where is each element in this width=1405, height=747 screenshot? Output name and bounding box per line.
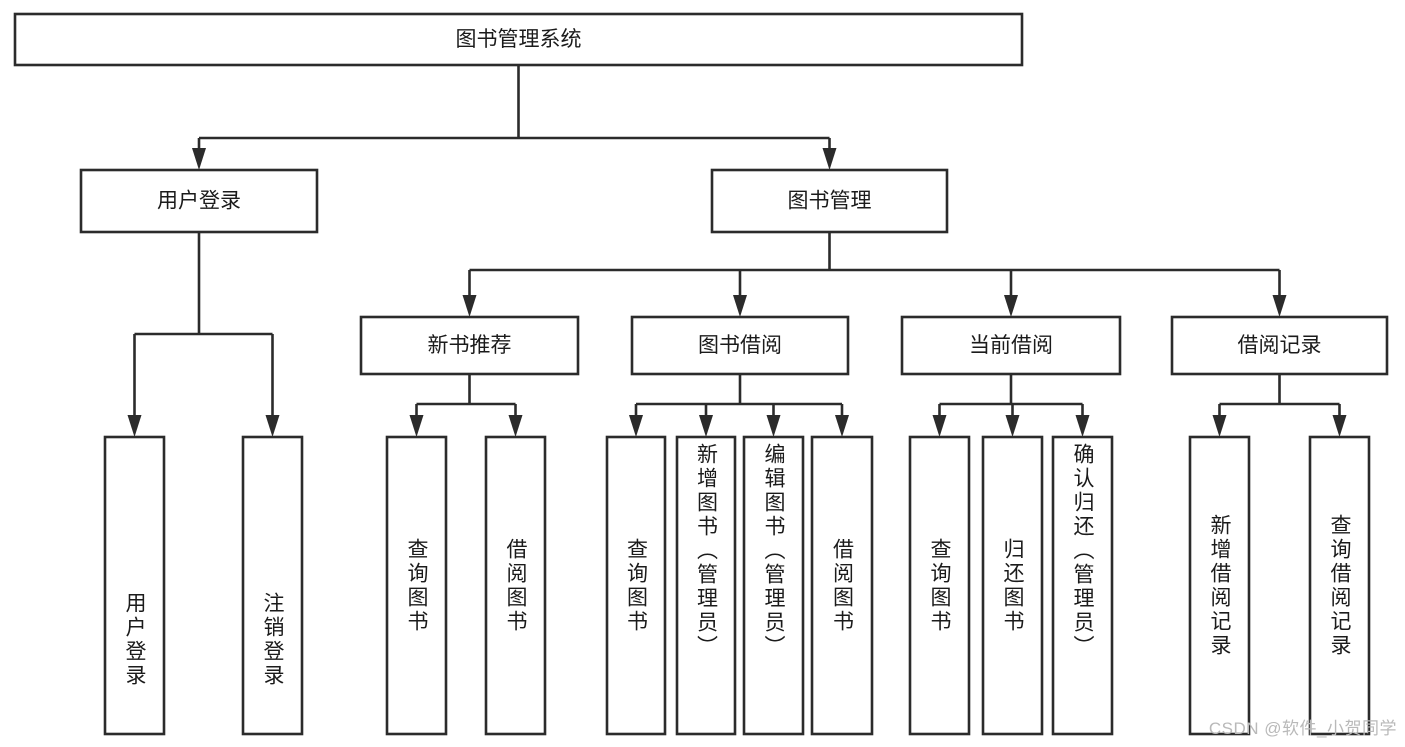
connector-borrow-leaves-arrow-1 <box>699 415 713 437</box>
node-leaf-5[interactable] <box>675 435 737 736</box>
connector-record-leaves-arrow-0 <box>1212 415 1227 437</box>
connector-borrow-leaves-arrow-2 <box>766 415 781 437</box>
node-root[interactable] <box>13 12 1024 67</box>
node-level3-label-1: 图书借阅 <box>698 334 782 357</box>
connector-newbook-leaves-arrow-1 <box>508 415 523 437</box>
arrow-to-level3-1 <box>733 295 747 317</box>
node-leaf-10[interactable] <box>1051 435 1114 736</box>
connector-borrow-leaves-arrow-3 <box>835 415 849 437</box>
node-level3-3[interactable] <box>1170 315 1389 376</box>
csdn-watermark: CSDN @软件_小贺同学 <box>1208 719 1397 738</box>
node-level3-1[interactable] <box>630 315 850 376</box>
connector-current-leaves-arrow-1 <box>1005 415 1020 437</box>
node-level3-label-2: 当前借阅 <box>969 334 1053 357</box>
arrow-to-level3-0 <box>462 295 477 317</box>
connector-login-leaves-arrow-1 <box>265 415 280 437</box>
node-leaf-12[interactable] <box>1308 435 1371 736</box>
arrow-to-level3-2 <box>1004 295 1018 317</box>
node-level3-label-0: 新书推荐 <box>428 334 512 357</box>
node-leaf-11[interactable] <box>1188 435 1251 736</box>
connector-newbook-leaves-arrow-0 <box>409 415 424 437</box>
node-leaf-1[interactable] <box>241 435 304 736</box>
connector-current-leaves-arrow-2 <box>1075 415 1090 437</box>
connector-borrow-leaves-arrow-0 <box>629 415 643 437</box>
connector-login-leaves-arrow-0 <box>127 415 142 437</box>
node-level3-2[interactable] <box>900 315 1122 376</box>
node-leaf-9[interactable] <box>981 435 1044 736</box>
node-level2-1[interactable] <box>710 168 949 234</box>
node-leaf-2[interactable] <box>385 435 448 736</box>
connector-current-leaves-arrow-0 <box>932 415 947 437</box>
node-leaf-6[interactable] <box>742 435 805 736</box>
connector-record-leaves-arrow-1 <box>1332 415 1347 437</box>
arrow-to-level2-1 <box>822 148 837 170</box>
node-leaf-8[interactable] <box>908 435 971 736</box>
node-root-label: 图书管理系统 <box>456 28 582 51</box>
node-leaf-3[interactable] <box>484 435 547 736</box>
node-box-layer <box>13 12 1389 736</box>
arrow-to-level2-0 <box>192 148 206 170</box>
node-leaf-0[interactable] <box>103 435 166 736</box>
node-leaf-7[interactable] <box>810 435 874 736</box>
node-level2-0[interactable] <box>79 168 319 234</box>
node-level3-0[interactable] <box>359 315 580 376</box>
node-level3-label-3: 借阅记录 <box>1238 334 1322 357</box>
node-level2-label-0: 用户登录 <box>157 190 241 213</box>
arrow-to-level3-3 <box>1272 295 1287 317</box>
node-level2-label-1: 图书管理 <box>788 190 872 213</box>
node-leaf-4[interactable] <box>605 435 667 736</box>
connector-layer <box>127 65 1347 437</box>
